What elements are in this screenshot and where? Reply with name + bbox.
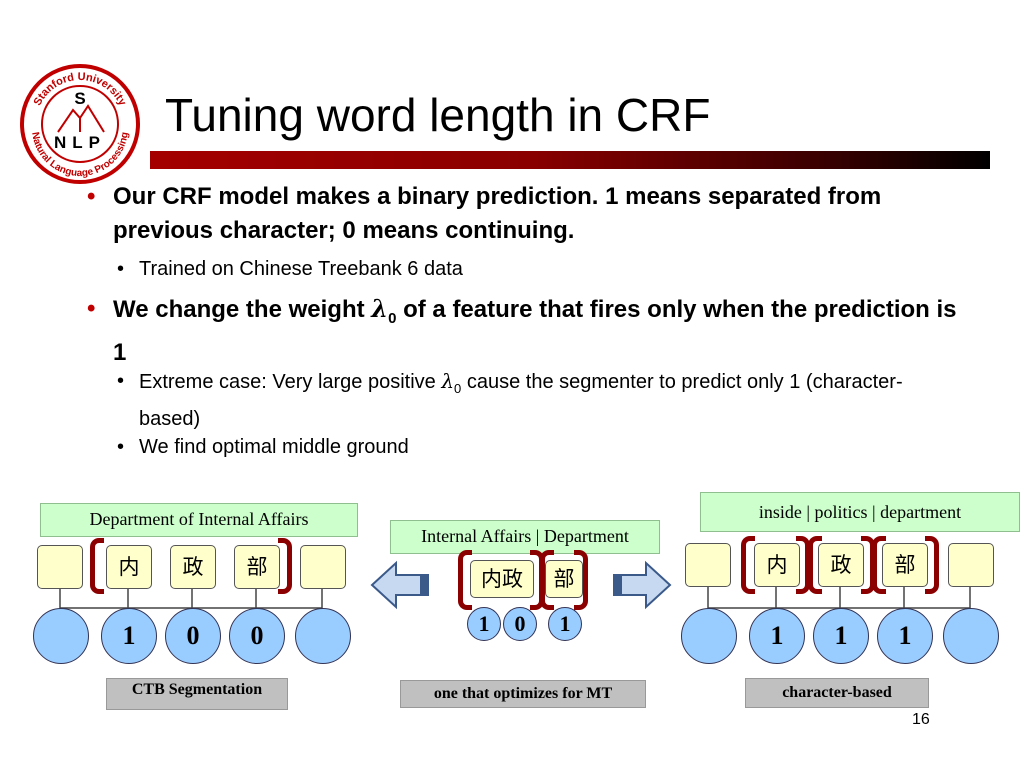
left-value-circle: 0: [229, 608, 285, 664]
bullet-2-sub-2-text: We find optimal middle ground: [139, 436, 409, 458]
lambda-symbol: λ: [371, 294, 389, 323]
middle-value-circle: 0: [503, 607, 537, 641]
bullet-2-text-post: of a feature that fires only when the pr…: [113, 296, 957, 366]
left-char-square: 政: [170, 545, 216, 589]
right-caption: character-based: [745, 678, 929, 708]
right-char-square: 部: [882, 543, 928, 587]
right-char-square: 内: [754, 543, 800, 587]
lambda-subscript: 0: [454, 381, 462, 396]
right-value-circle: 1: [877, 608, 933, 664]
right-empty-square-end: [948, 543, 994, 587]
right-empty-circle-start: [681, 608, 737, 664]
logo-letters-nlp: NLP: [54, 133, 106, 152]
right-value-circle: 1: [749, 608, 805, 664]
left-arrow-icon: [370, 560, 429, 610]
right-bracket-open-1: [741, 536, 755, 594]
bullet-2-sub-1: • Extreme case: Very large positive λ0 c…: [117, 366, 939, 434]
page-number: 16: [912, 711, 930, 728]
bullet-dot: •: [87, 295, 96, 322]
bullet-1-text: Our CRF model makes a binary prediction.…: [113, 183, 882, 244]
middle-char-square: 内政: [470, 560, 534, 598]
middle-bracket-open-1: [458, 550, 472, 610]
middle-char-square: 部: [545, 560, 583, 598]
right-arrow-icon: [613, 560, 672, 610]
bullet-2-text-pre: We change the weight: [113, 296, 372, 323]
right-bracket-open-2: [808, 536, 822, 594]
sub-bullet-dot: •: [117, 370, 125, 392]
right-bracket-close-3: [925, 536, 939, 594]
sub-bullet-dot: •: [117, 436, 125, 458]
middle-bracket-close-2: [574, 550, 588, 610]
logo-letter-s: S: [74, 89, 85, 108]
bullet-2: • We change the weight λ0 of a feature t…: [87, 292, 963, 370]
left-empty-square-start: [37, 545, 83, 589]
left-char-square: 内: [106, 545, 152, 589]
middle-label: Internal Affairs | Department: [390, 520, 660, 554]
page-title: Tuning word length in CRF: [165, 89, 711, 141]
middle-value-circle: 1: [548, 607, 582, 641]
bullet-dot: •: [87, 183, 96, 210]
bullet-1-sub-1-text: Trained on Chinese Treebank 6 data: [139, 258, 463, 280]
left-bracket-close: [278, 538, 292, 594]
lambda-subscript: 0: [388, 309, 397, 327]
left-label: Department of Internal Affairs: [40, 503, 358, 537]
bullet-1: • Our CRF model makes a binary predictio…: [87, 180, 963, 248]
right-empty-circle-end: [943, 608, 999, 664]
title-underline-bar: [150, 151, 990, 169]
left-empty-circle-end: [295, 608, 351, 664]
middle-bracket-open-2: [540, 550, 554, 610]
left-empty-square-end: [300, 545, 346, 589]
stanford-nlp-logo: Stanford University Natural Language Pro…: [20, 64, 140, 184]
right-value-circle: 1: [813, 608, 869, 664]
right-label: inside | politics | department: [700, 492, 1020, 532]
left-empty-circle-start: [33, 608, 89, 664]
sub-bullet-dot: •: [117, 258, 125, 280]
right-bracket-open-3: [872, 536, 886, 594]
left-char-square: 部: [234, 545, 280, 589]
lambda-symbol: λ: [441, 369, 455, 393]
right-empty-square-start: [685, 543, 731, 587]
bullet-2-sub-2: • We find optimal middle ground: [117, 432, 939, 462]
middle-caption: one that optimizes for MT: [400, 680, 646, 708]
right-char-square: 政: [818, 543, 864, 587]
middle-value-circle: 1: [467, 607, 501, 641]
left-bracket-open: [90, 538, 104, 594]
bullet-2-sub-1-text-pre: Extreme case: Very large positive: [139, 371, 442, 393]
right-bracket-close-1: [796, 536, 810, 594]
left-value-circle: 1: [101, 608, 157, 664]
bullet-2-sub-1-text-post: cause the segmenter to predict only 1 (c…: [139, 371, 903, 430]
bullet-1-sub-1: • Trained on Chinese Treebank 6 data: [117, 254, 939, 284]
left-caption: CTB Segmentation: [106, 678, 288, 710]
left-value-circle: 0: [165, 608, 221, 664]
